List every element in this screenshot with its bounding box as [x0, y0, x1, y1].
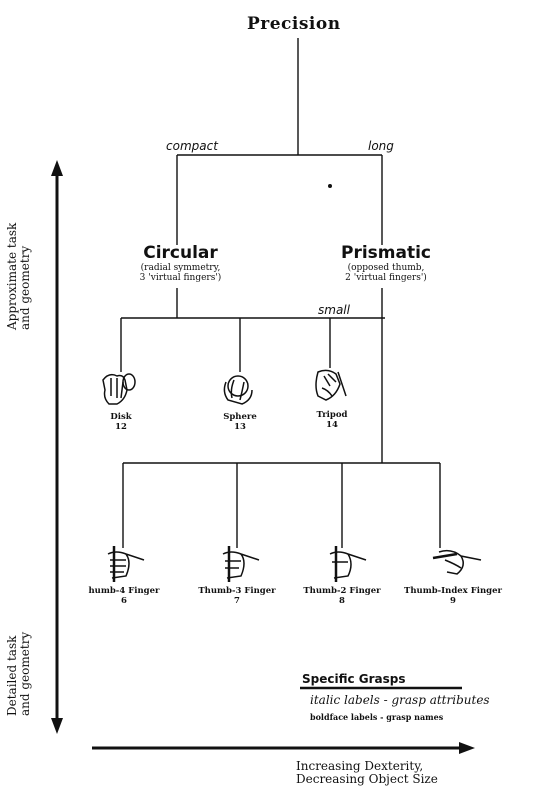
grasp-thumb-2-finger-number: 8 [339, 596, 345, 606]
grasp-thumb-index-finger-number: 9 [450, 596, 456, 606]
grasp-thumb-index-finger: Thumb-Index Finger 9 [398, 546, 508, 606]
axis-top-line-2: and geometry [18, 245, 32, 330]
grasp-thumb-4-finger-number: 6 [121, 596, 127, 606]
hand-thumb-index-finger-icon [432, 549, 482, 575]
grasp-thumb-3-finger-number: 7 [234, 596, 240, 606]
legend-title: Specific Grasps [302, 672, 406, 686]
grasp-sphere: Sphere 13 [214, 370, 266, 432]
hand-thumb-2-finger-icon [329, 546, 367, 582]
category-prismatic-name: Prismatic [340, 243, 431, 263]
horizontal-axis-label: Increasing Dexterity, Decreasing Object … [296, 760, 438, 786]
axis-top-label: Approximate task and geometry [5, 180, 32, 330]
hand-disk-icon [102, 373, 136, 405]
grasp-thumb-2-finger-name: Thumb-2 Finger [303, 586, 381, 596]
attr-small: small [318, 303, 350, 317]
grasp-tripod: Tripod 14 [306, 366, 358, 430]
grasp-disk-name: Disk [110, 412, 132, 422]
arrow-right-icon [459, 742, 475, 754]
axis-top-line-1: Approximate task [5, 222, 19, 330]
grasp-thumb-4-finger-name: humb-4 Finger [88, 586, 160, 596]
grasp-thumb-3-finger-name: Thumb-3 Finger [198, 586, 276, 596]
grasp-sphere-number: 13 [234, 422, 246, 432]
axis-bottom-label: Detailed task and geometry [5, 606, 32, 716]
horizontal-axis-line-2: Decreasing Object Size [296, 772, 438, 786]
grasp-thumb-3-finger: Thumb-3 Finger 7 [196, 546, 278, 606]
attr-compact: compact [166, 139, 218, 153]
grasp-thumb-4-finger: humb-4 Finger 6 [88, 546, 160, 606]
horizontal-axis-line-1: Increasing Dexterity, [296, 759, 424, 773]
category-circular-desc-2: 3 'virtual fingers') [139, 273, 222, 283]
arrow-down-icon [51, 718, 63, 734]
category-circular-name: Circular [143, 243, 218, 263]
hand-thumb-4-finger-icon [107, 546, 145, 582]
legend-italic-line: italic labels - grasp attributes [310, 693, 490, 707]
category-circular-desc-1: (radial symmetry, [140, 263, 221, 273]
legend-bold-line: boldface labels - grasp names [310, 712, 444, 722]
axis-bottom-line-2: and geometry [18, 631, 32, 716]
category-prismatic-desc-2: 2 'virtual fingers') [345, 273, 427, 283]
speck [328, 184, 332, 188]
grasp-tripod-number: 14 [326, 420, 338, 430]
category-prismatic: Prismatic (opposed thumb, 2 'virtual fin… [326, 243, 446, 283]
hand-thumb-3-finger-icon [222, 546, 260, 582]
axis-bottom-line-1: Detailed task [5, 635, 19, 716]
diagram-title: Precision [247, 14, 341, 34]
grasp-thumb-2-finger: Thumb-2 Finger 8 [300, 546, 384, 606]
category-circular: Circular (radial symmetry, 3 'virtual fi… [118, 243, 243, 283]
grasp-thumb-index-finger-name: Thumb-Index Finger [404, 586, 502, 596]
attr-long: long [368, 139, 394, 153]
category-prismatic-desc-1: (opposed thumb, [347, 263, 425, 273]
grasp-disk: Disk 12 [96, 370, 146, 432]
hand-tripod-icon [315, 369, 347, 401]
hand-sphere-icon [223, 375, 253, 405]
arrow-up-icon [51, 160, 63, 176]
grasp-sphere-name: Sphere [223, 412, 257, 422]
grasp-tripod-name: Tripod [316, 410, 348, 420]
grasp-disk-number: 12 [115, 422, 127, 432]
